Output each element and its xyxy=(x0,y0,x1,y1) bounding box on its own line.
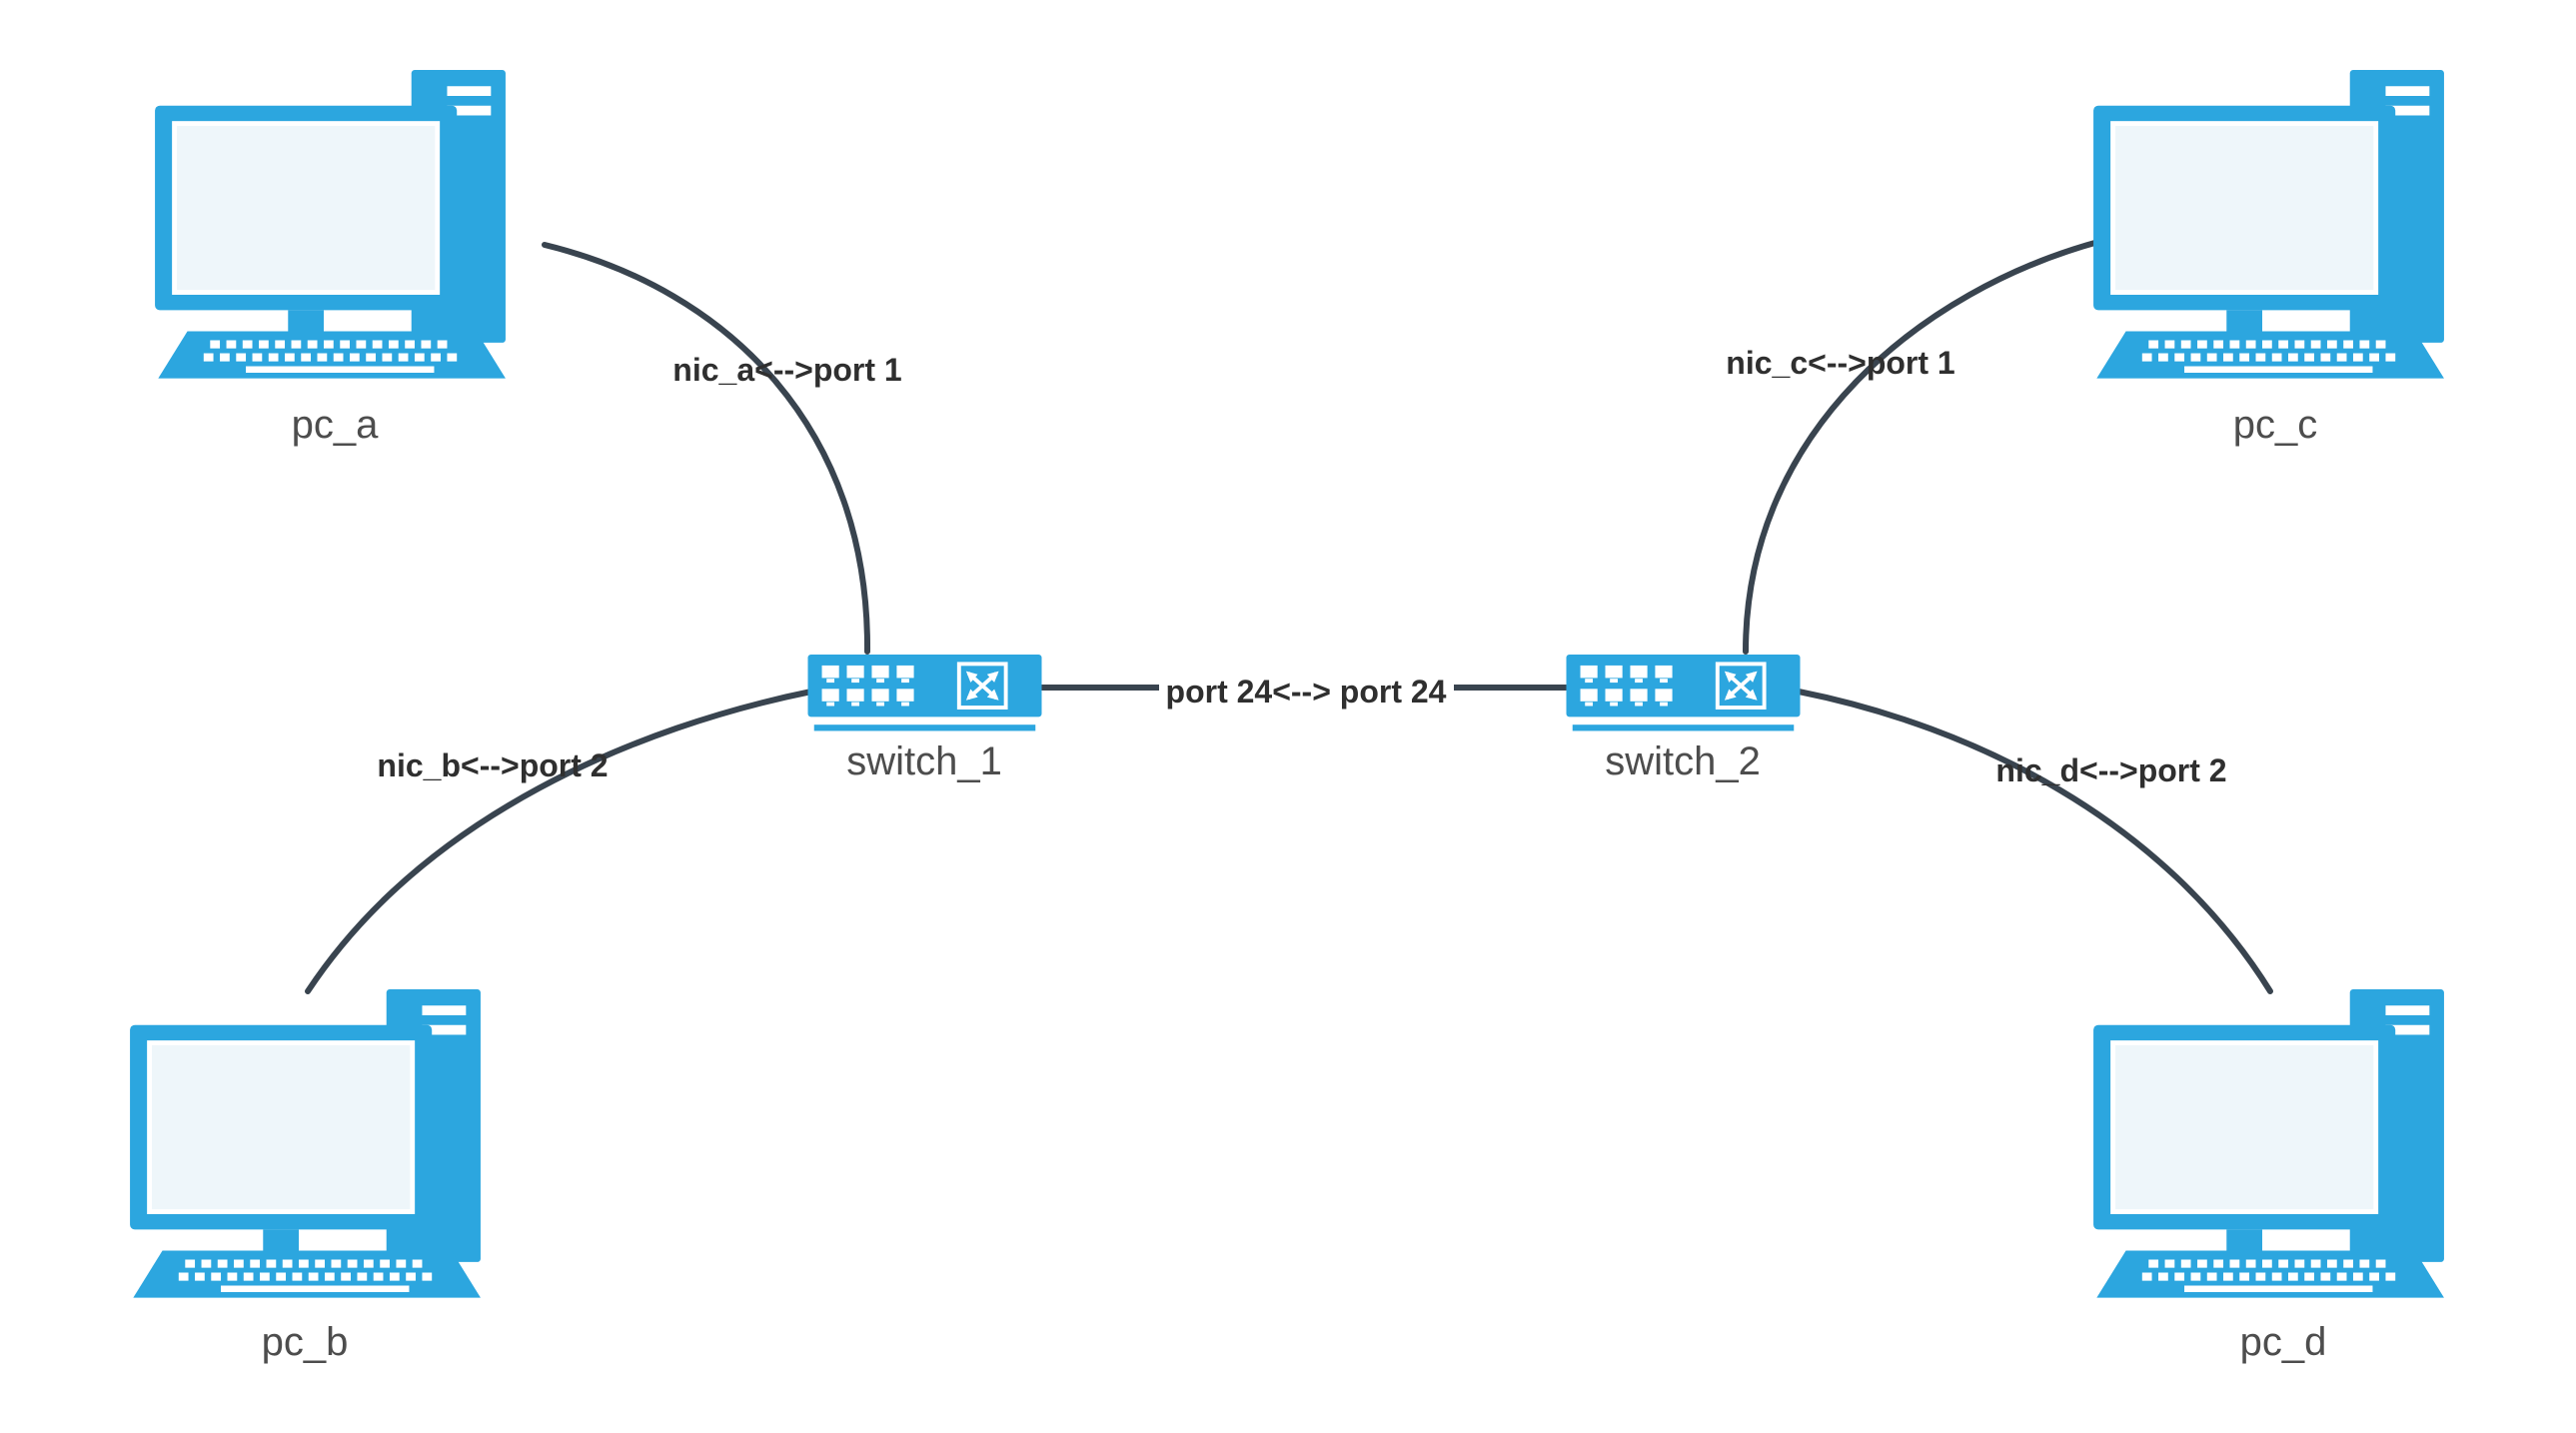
node-label-pc-b: pc_b xyxy=(262,1320,349,1364)
node-label-pc-a: pc_a xyxy=(292,403,379,447)
node-label-switch-1: switch_1 xyxy=(846,739,1002,783)
node-pc-c-icon xyxy=(2093,70,2444,379)
edge-switch-1-to-pc-b xyxy=(305,689,814,994)
node-pc-d-icon xyxy=(2093,989,2444,1298)
node-switch-1-icon xyxy=(808,655,1042,730)
node-pc-a-icon xyxy=(155,70,506,379)
edge-label-port-24-port-24: port 24<--> port 24 xyxy=(1166,674,1447,710)
node-switch-2-icon xyxy=(1567,655,1801,730)
edge-label-nic-a-port-1: nic_a<-->port 1 xyxy=(672,352,901,388)
edge-label-nic-b-port-2: nic_b<-->port 2 xyxy=(377,747,608,783)
node-label-pc-d: pc_d xyxy=(2240,1320,2327,1364)
edge-label-trunk-backdrop xyxy=(1159,670,1454,712)
edge-label-nic-d-port-2: nic_d<-->port 2 xyxy=(1995,752,2226,788)
node-label-pc-c: pc_c xyxy=(2233,403,2318,447)
edge-switch-2-to-pc-d xyxy=(1796,689,2273,994)
edge-pc-c-to-switch-2 xyxy=(1743,239,2101,655)
node-pc-b-icon xyxy=(130,989,481,1298)
node-label-switch-2: switch_2 xyxy=(1605,739,1761,783)
edge-pc-a-to-switch-1 xyxy=(542,242,871,655)
edge-label-nic-c-port-1: nic_c<-->port 1 xyxy=(1726,345,1954,381)
